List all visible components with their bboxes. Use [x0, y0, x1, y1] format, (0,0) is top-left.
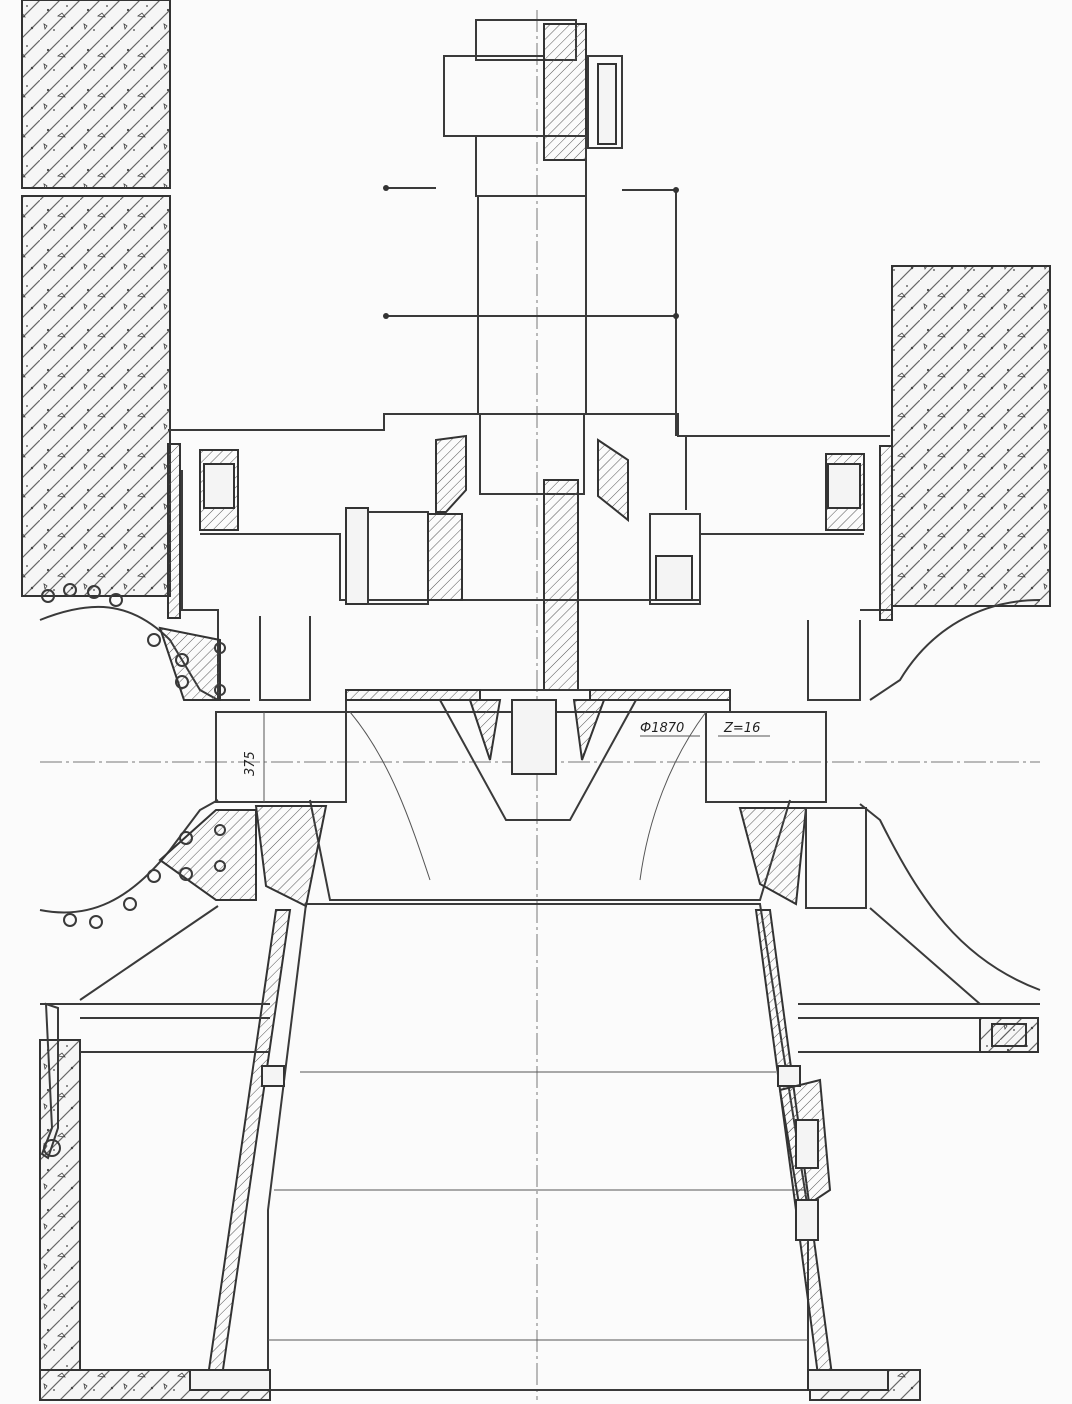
draft-tube — [189, 903, 889, 1391]
head-cover — [167, 413, 893, 701]
shaft — [443, 19, 623, 691]
foundation-frame — [40, 905, 1040, 1160]
dimension-diameter-label: Ф1870 — [640, 721, 684, 736]
spiral-casing — [39, 583, 1041, 991]
dimensions: 375 Ф1870 Z=16 — [243, 712, 770, 802]
runner — [215, 689, 867, 909]
concrete-wall-left — [21, 0, 271, 1401]
blade-count-label: Z=16 — [723, 721, 760, 736]
dimension-375-label: 375 — [243, 751, 258, 776]
pipes — [383, 185, 687, 510]
